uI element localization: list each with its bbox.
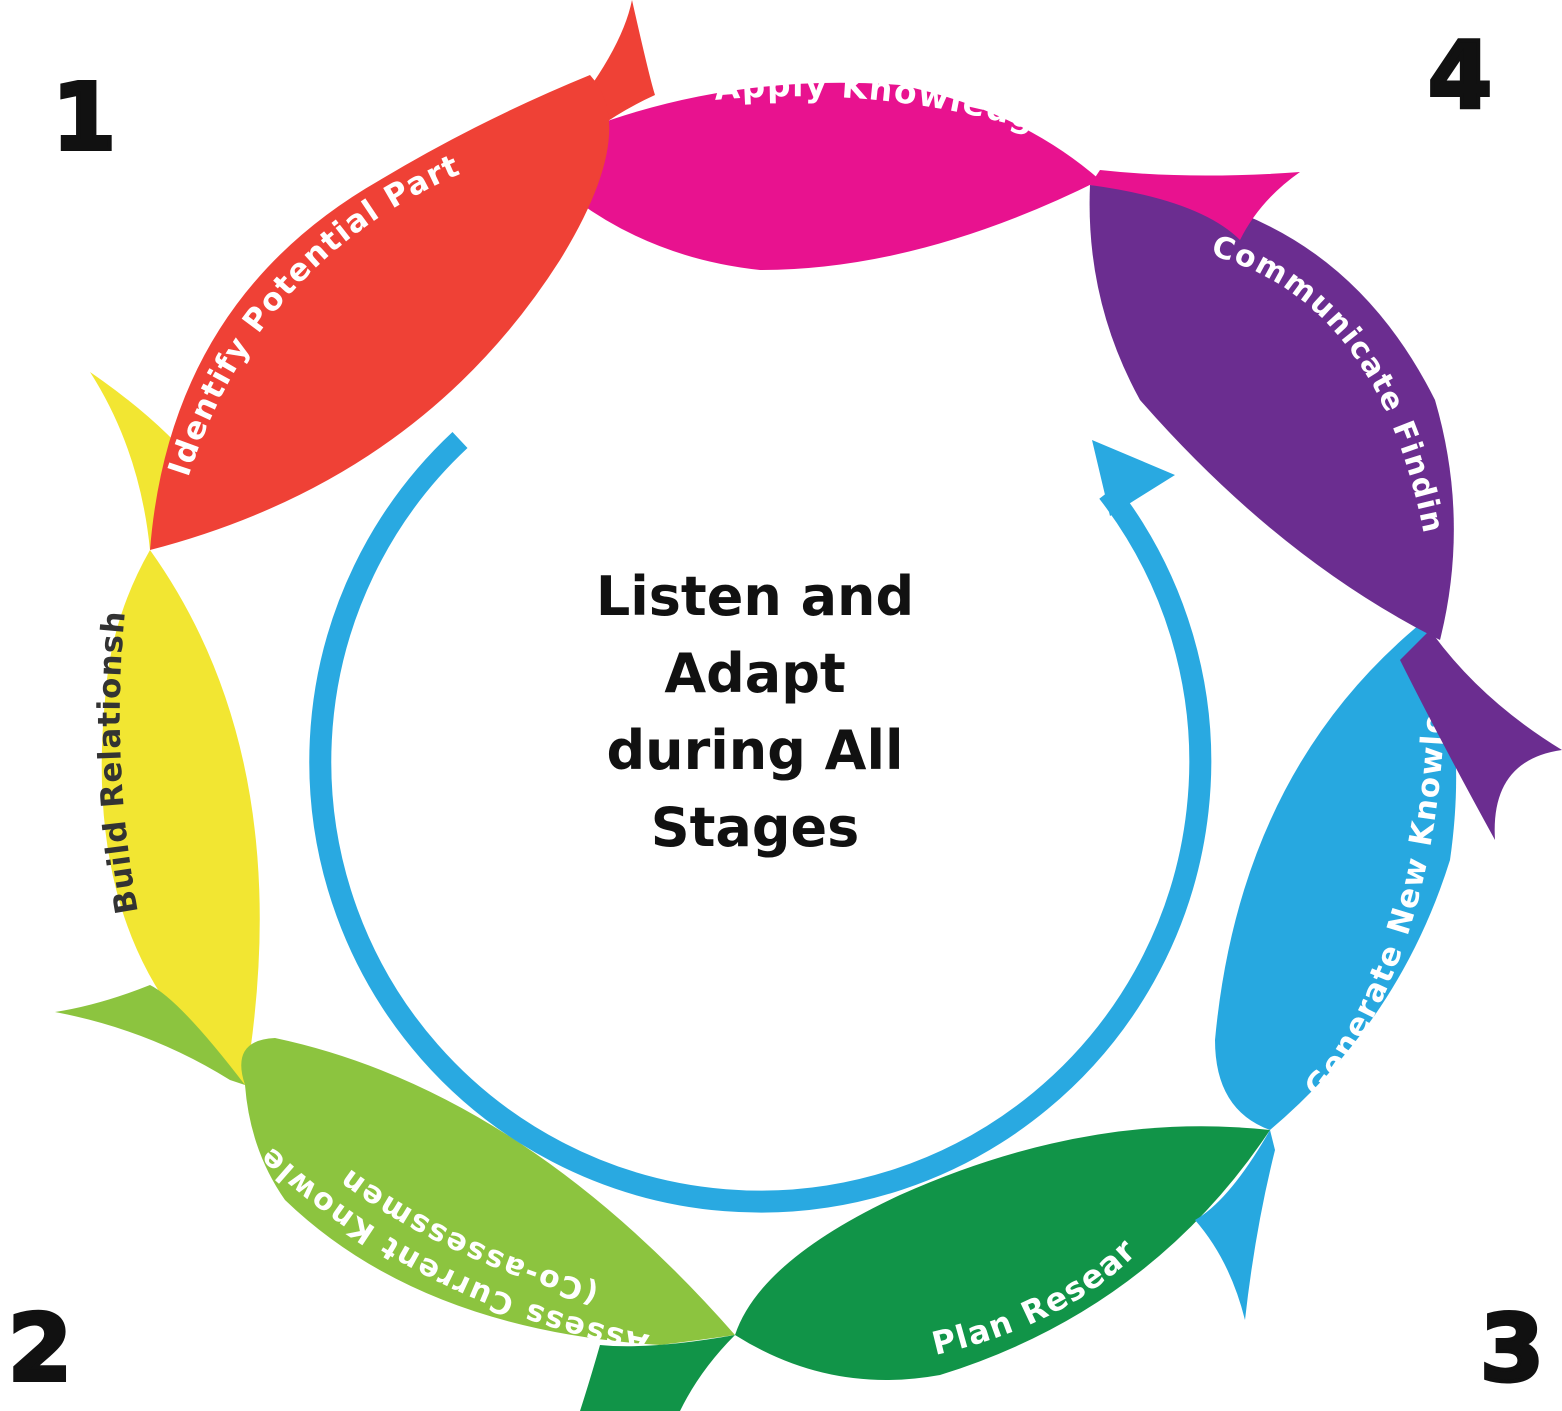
cycle-arrow [309, 431, 1212, 1213]
center-caption-line: Adapt [664, 642, 846, 705]
fish-tail [580, 1335, 735, 1411]
cycle-arrowhead-icon [1092, 440, 1175, 516]
fish-shape [525, 82, 1100, 270]
fish-tail [1400, 630, 1562, 840]
fish-shape [1215, 620, 1457, 1130]
fish-shape [735, 1126, 1270, 1380]
fish-tail [1090, 170, 1300, 240]
fish-shape [1089, 185, 1454, 640]
fish-tail [55, 985, 245, 1085]
fish-tail [1195, 1130, 1275, 1320]
corner-number-4: 4 [1426, 22, 1494, 129]
fish-shape [241, 1038, 735, 1345]
corner-number-3: 3 [1478, 1295, 1546, 1402]
cycle-arrow-arc [309, 431, 1212, 1213]
corner-number-2: 2 [6, 1295, 74, 1402]
fish-shape [150, 75, 610, 550]
center-caption-line: Stages [650, 796, 860, 859]
stage-build-relationships: Build Relationships [0, 0, 260, 1085]
center-caption: Listen and Adapt during All Stages [555, 558, 955, 866]
center-caption-line: during All [606, 719, 904, 782]
fish-shape [101, 550, 260, 1085]
center-caption-line: Listen and [595, 565, 915, 628]
corner-number-1: 1 [50, 64, 118, 171]
